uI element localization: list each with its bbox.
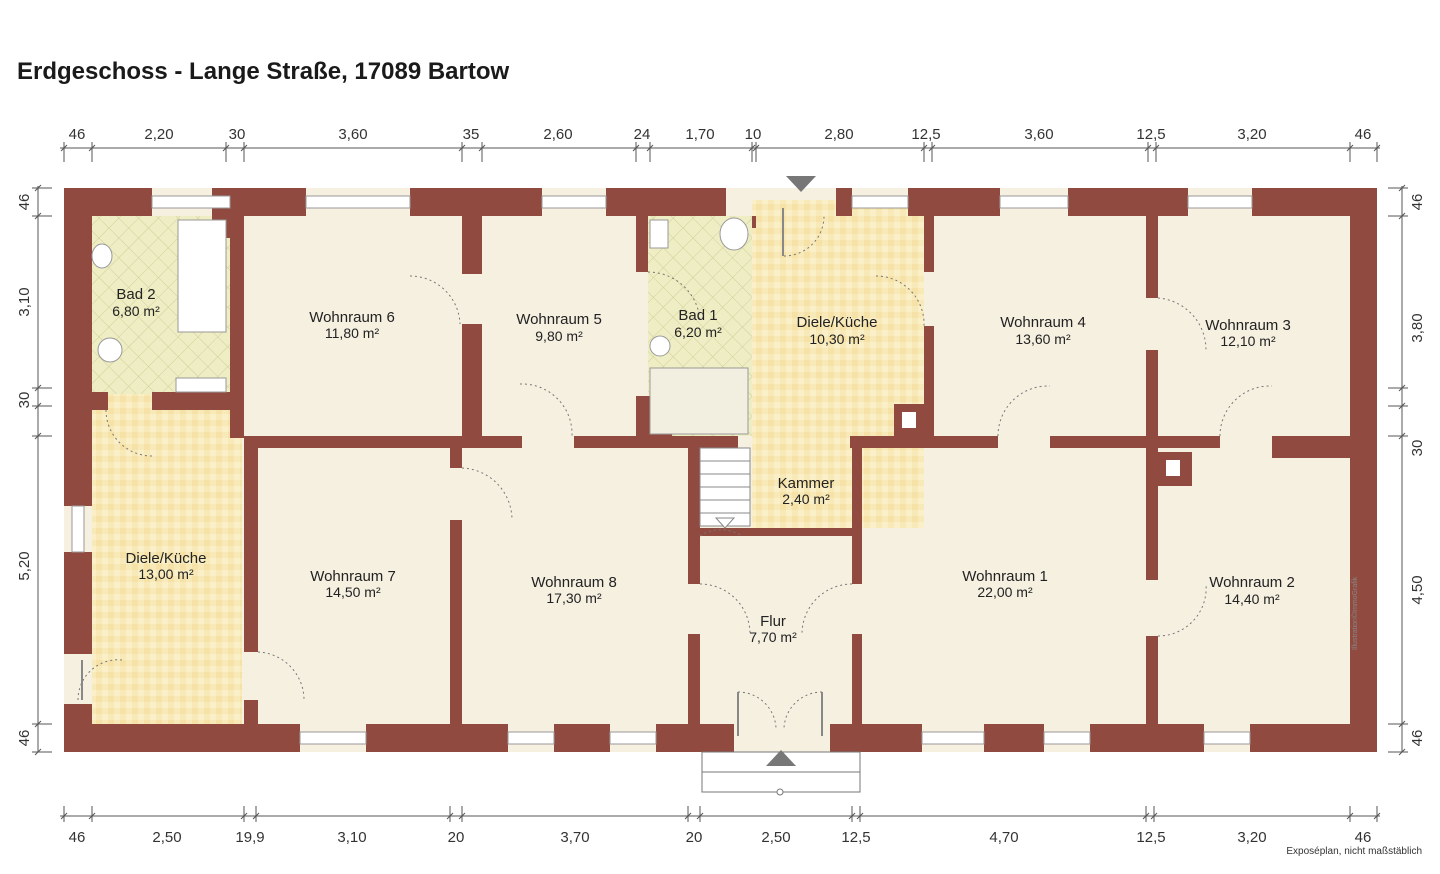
svg-text:Bad 2: Bad 2 <box>116 286 155 303</box>
svg-text:3,20: 3,20 <box>1237 126 1266 143</box>
dim-left: 46 3,10 30 5,20 46 <box>16 194 33 747</box>
svg-text:46: 46 <box>1355 126 1372 143</box>
svg-text:5,20: 5,20 <box>16 551 33 580</box>
svg-text:17,30 m²: 17,30 m² <box>546 590 602 606</box>
room-wohnraum-5: Wohnraum 59,80 m² <box>516 311 602 344</box>
svg-text:Wohnraum 3: Wohnraum 3 <box>1205 317 1291 334</box>
svg-text:46: 46 <box>69 829 86 846</box>
svg-text:2,20: 2,20 <box>144 126 173 143</box>
svg-text:12,5: 12,5 <box>841 829 870 846</box>
svg-text:24: 24 <box>634 126 651 143</box>
svg-text:Wohnraum 1: Wohnraum 1 <box>962 568 1048 585</box>
svg-text:3,60: 3,60 <box>1024 126 1053 143</box>
svg-text:6,20 m²: 6,20 m² <box>674 324 722 340</box>
svg-text:Wohnraum 5: Wohnraum 5 <box>516 311 602 328</box>
windows <box>71 195 1253 745</box>
svg-text:14,40 m²: 14,40 m² <box>1224 591 1280 607</box>
svg-text:4,50: 4,50 <box>1409 575 1426 604</box>
svg-text:Wohnraum 6: Wohnraum 6 <box>309 309 395 326</box>
svg-text:30: 30 <box>229 126 246 143</box>
svg-text:35: 35 <box>463 126 480 143</box>
svg-text:1,70: 1,70 <box>685 126 714 143</box>
illustration-credit: Illustration©ImmoGrafik <box>1352 576 1359 650</box>
svg-text:12,5: 12,5 <box>1136 126 1165 143</box>
svg-text:Wohnraum 7: Wohnraum 7 <box>310 568 396 585</box>
svg-text:2,40 m²: 2,40 m² <box>782 491 830 507</box>
svg-text:Bad 1: Bad 1 <box>678 307 717 324</box>
svg-text:Diele/Küche: Diele/Küche <box>126 550 207 567</box>
svg-text:20: 20 <box>448 829 465 846</box>
room-bad-1: Bad 16,20 m² <box>674 307 722 340</box>
svg-text:46: 46 <box>69 126 86 143</box>
room-wohnraum-3: Wohnraum 312,10 m² <box>1205 317 1291 349</box>
dim-bottom: 46 2,50 19,9 3,10 20 3,70 20 2,50 12,5 4… <box>69 829 1372 846</box>
svg-text:13,00 m²: 13,00 m² <box>138 566 194 582</box>
room-wohnraum-7: Wohnraum 714,50 m² <box>310 568 396 600</box>
dim-top: 46 2,20 30 3,60 35 2,60 24 1,70 10 2,80 … <box>69 126 1372 143</box>
plan-title: Erdgeschoss - Lange Straße, 17089 Bartow <box>17 58 510 85</box>
svg-text:46: 46 <box>1409 194 1426 211</box>
stairs <box>699 447 751 529</box>
svg-text:12,10 m²: 12,10 m² <box>1220 333 1276 349</box>
fixtures <box>91 217 749 435</box>
svg-text:11,80 m²: 11,80 m² <box>325 325 380 341</box>
svg-text:12,5: 12,5 <box>911 126 940 143</box>
svg-text:2,50: 2,50 <box>152 829 181 846</box>
room-wohnraum-8: Wohnraum 817,30 m² <box>531 574 617 606</box>
svg-text:30: 30 <box>16 392 33 409</box>
svg-text:3,10: 3,10 <box>337 829 366 846</box>
svg-text:14,50 m²: 14,50 m² <box>325 584 381 600</box>
svg-text:7,70 m²: 7,70 m² <box>749 629 797 645</box>
svg-text:10,30 m²: 10,30 m² <box>809 331 865 347</box>
svg-text:6,80 m²: 6,80 m² <box>112 303 160 319</box>
svg-text:3,80: 3,80 <box>1409 313 1426 342</box>
room-labels: Bad 26,80 m² Wohnraum 611,80 m² Wohnraum… <box>112 286 1295 645</box>
svg-text:3,20: 3,20 <box>1237 829 1266 846</box>
svg-text:2,50: 2,50 <box>761 829 790 846</box>
svg-text:3,60: 3,60 <box>338 126 367 143</box>
svg-text:Kammer: Kammer <box>778 475 835 492</box>
svg-text:Wohnraum 8: Wohnraum 8 <box>531 574 617 591</box>
walls <box>64 188 1377 752</box>
svg-text:13,60 m²: 13,60 m² <box>1015 331 1071 347</box>
svg-text:30: 30 <box>1409 440 1426 457</box>
svg-text:4,70: 4,70 <box>989 829 1018 846</box>
svg-text:46: 46 <box>1355 829 1372 846</box>
entrance-steps <box>701 750 861 796</box>
svg-text:2,60: 2,60 <box>543 126 572 143</box>
svg-text:46: 46 <box>16 194 33 211</box>
svg-text:20: 20 <box>686 829 703 846</box>
dimension-ticks <box>32 142 1408 822</box>
svg-text:Flur: Flur <box>760 613 786 630</box>
room-wohnraum-2: Wohnraum 214,40 m² <box>1209 574 1295 607</box>
scale-note: Exposéplan, nicht maßstäblich <box>1286 846 1422 857</box>
svg-text:3,10: 3,10 <box>16 287 33 316</box>
svg-text:12,5: 12,5 <box>1136 829 1165 846</box>
entrance-arrow-top <box>786 176 816 192</box>
dim-right: 46 3,80 30 4,50 46 <box>1409 194 1426 747</box>
svg-text:3,70: 3,70 <box>560 829 589 846</box>
doors <box>77 208 1273 736</box>
svg-text:19,9: 19,9 <box>235 829 264 846</box>
svg-text:46: 46 <box>1409 730 1426 747</box>
svg-text:10: 10 <box>745 126 762 143</box>
svg-text:46: 46 <box>16 730 33 747</box>
svg-text:Wohnraum 2: Wohnraum 2 <box>1209 574 1295 591</box>
room-wohnraum-4: Wohnraum 413,60 m² <box>1000 314 1086 347</box>
svg-text:9,80 m²: 9,80 m² <box>535 328 583 344</box>
room-bad-2: Bad 26,80 m² <box>112 286 160 319</box>
svg-text:22,00 m²: 22,00 m² <box>977 584 1033 600</box>
room-wohnraum-1: Wohnraum 122,00 m² <box>962 568 1048 600</box>
svg-text:2,80: 2,80 <box>824 126 853 143</box>
dimension-lines <box>37 147 1403 817</box>
svg-text:Wohnraum 4: Wohnraum 4 <box>1000 314 1086 331</box>
svg-text:Diele/Küche: Diele/Küche <box>797 314 878 331</box>
room-wohnraum-6: Wohnraum 611,80 m² <box>309 309 395 341</box>
